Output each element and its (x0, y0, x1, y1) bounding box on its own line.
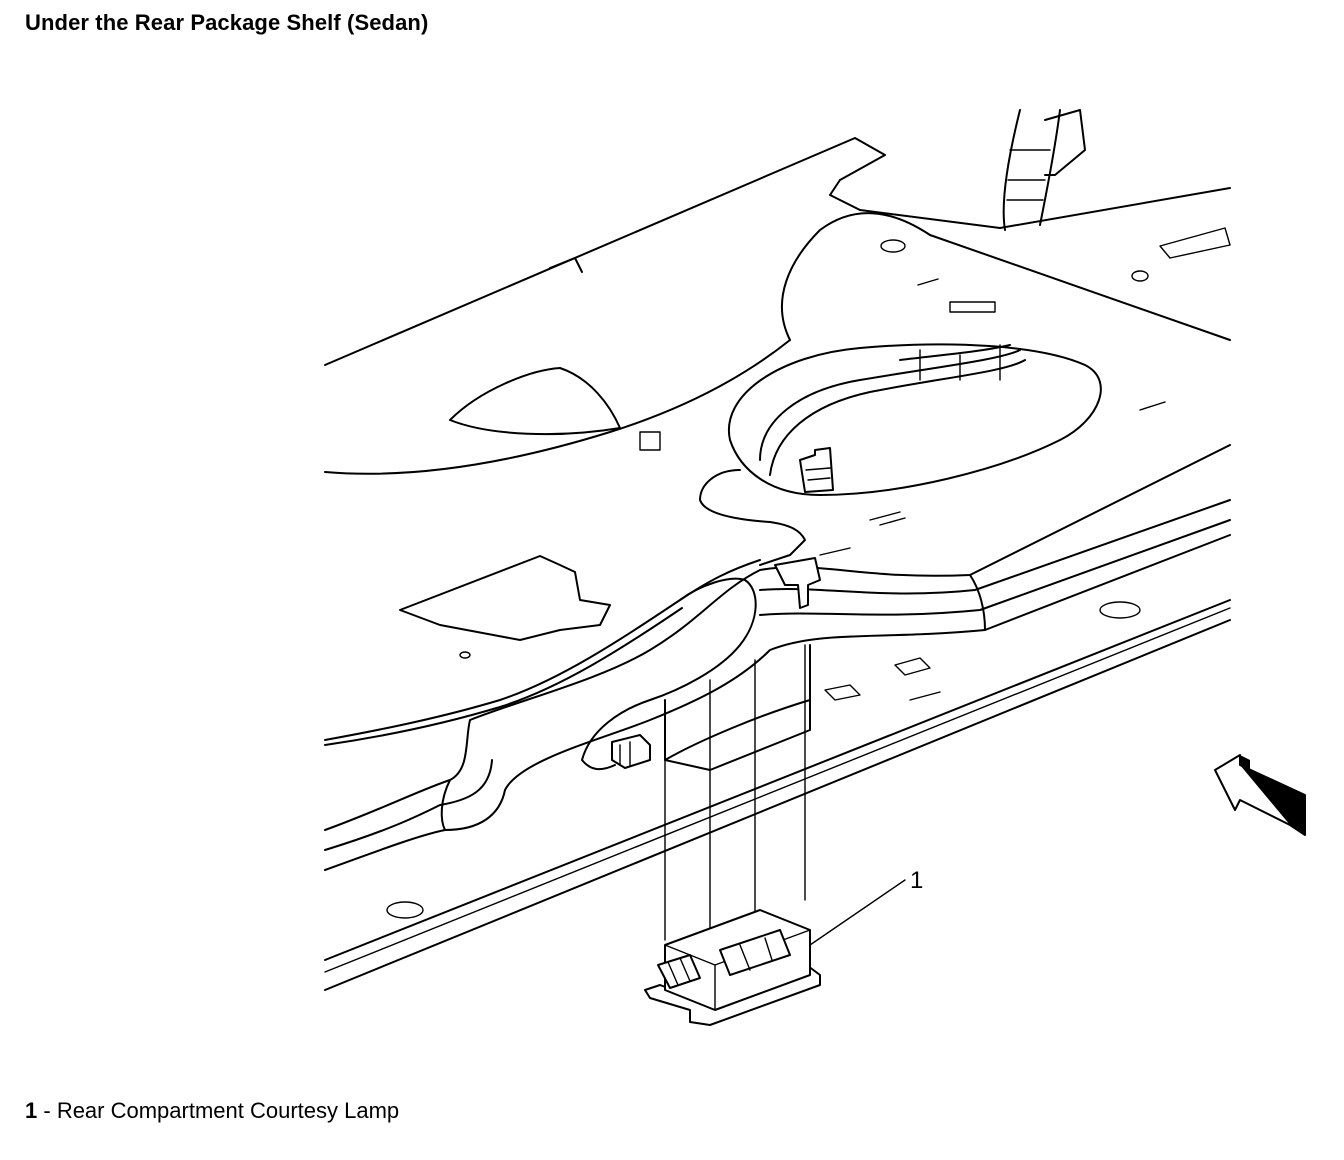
lamp-opening (664, 644, 811, 941)
floor-cutout (399, 555, 611, 641)
courtesy-lamp (644, 909, 821, 1026)
page-title: Under the Rear Package Shelf (Sedan) (25, 10, 429, 35)
callout-1: 1 (809, 867, 923, 946)
opening-connector (799, 447, 834, 493)
legend-separator: - (37, 1098, 57, 1123)
floor-channels (324, 444, 1231, 991)
shelf-square-hole (639, 431, 661, 451)
view-direction-arrow-icon (1214, 754, 1306, 836)
mounting-clip (774, 557, 821, 609)
legend-number: 1 (25, 1098, 38, 1123)
legend-label: Rear Compartment Courtesy Lamp (56, 1098, 400, 1123)
speaker-opening (727, 343, 1102, 496)
legend: 1 - Rear Compartment Courtesy Lamp (25, 1098, 399, 1124)
wiring-harness (324, 109, 1086, 771)
harness-connector (611, 734, 651, 769)
callout-number: 1 (910, 867, 923, 894)
package-shelf-panel (324, 137, 1231, 475)
